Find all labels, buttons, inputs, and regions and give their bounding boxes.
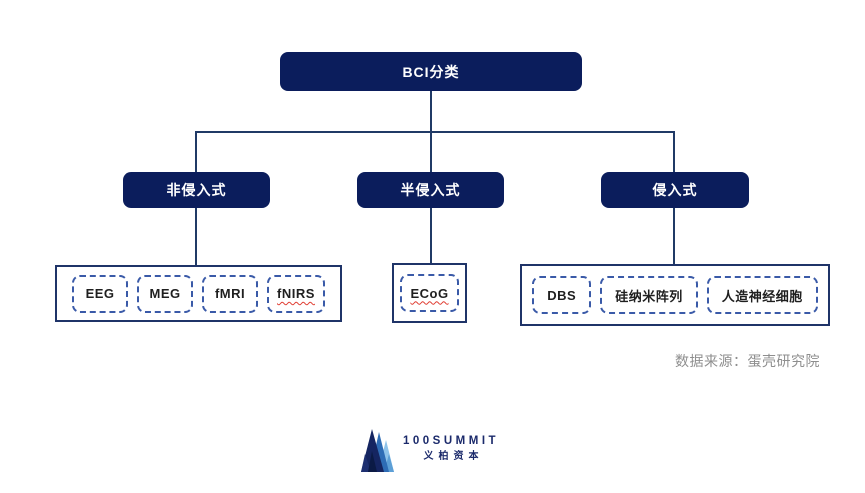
data-source-note: 数据来源：蛋壳研究院 [675,353,820,369]
leaf-group-non-invasive: EEG MEG fMRI fNIRS [55,265,342,322]
leaf-group-invasive: DBS 硅纳米阵列 人造神经细胞 [520,264,830,326]
leaf-item: 人造神经细胞 [706,276,818,314]
logo-text-block: 100SUMMIT 义柏资本 [403,435,499,463]
leaf-item: DBS [532,276,592,314]
company-logo: 100SUMMIT 义柏资本 [361,426,499,472]
leaf-label: MEG [149,286,181,301]
connector-branch2-top [673,131,675,172]
leaf-item: MEG [137,274,194,313]
leaf-label: 硅纳米阵列 [615,288,683,304]
leaf-item: fNIRS [267,274,325,313]
connector-horizontal [196,131,675,133]
logo-name: 100SUMMIT [403,435,500,447]
leaf-item: 硅纳米阵列 [600,276,698,314]
branch-node-non-invasive: 非侵入式 [123,172,270,208]
mountain-peaks-icon [361,429,394,472]
tree-root-label: BCI分类 [402,63,460,80]
leaf-label: ECoG [410,285,449,301]
leaf-item: fMRI [202,274,259,313]
leaf-label: fMRI [214,286,246,301]
connector-branch1-leaf [430,208,432,263]
connector-root-down [430,91,432,132]
leaf-label: fNIRS [277,286,315,301]
branch-node-semi-invasive: 半侵入式 [357,172,504,208]
connector-branch2-leaf [673,208,675,264]
branch-label: 半侵入式 [400,182,461,198]
leaf-label: DBS [547,287,577,303]
branch-label: 侵入式 [652,182,698,198]
connector-branch1-top [430,131,432,172]
logo-subtitle: 义柏资本 [423,451,484,462]
branch-node-invasive: 侵入式 [601,172,749,208]
leaf-item: ECoG [400,274,459,312]
tree-root-node: BCI分类 [280,52,582,91]
connector-branch0-leaf [195,208,197,265]
leaf-item: EEG [72,274,129,313]
leaf-label: EEG [85,286,115,301]
connector-branch0-top [195,131,197,172]
leaf-label: 人造神经细胞 [721,288,803,304]
leaf-group-semi-invasive: ECoG [392,263,467,323]
branch-label: 非侵入式 [166,182,227,198]
